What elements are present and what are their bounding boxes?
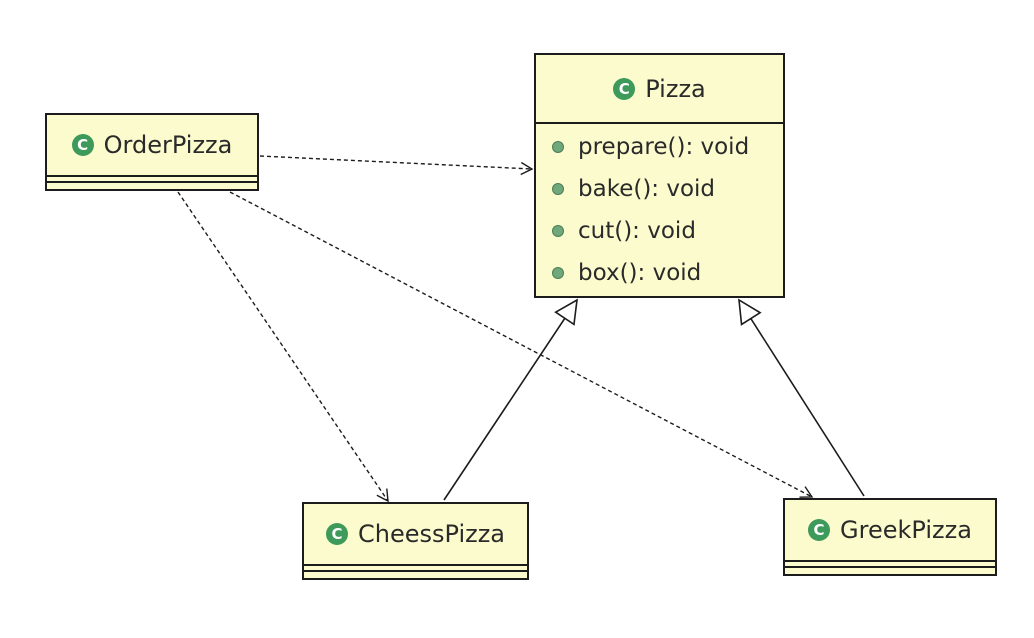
dependency-orderpizza-cheesspizza	[177, 191, 389, 503]
method-row[interactable]: prepare(): void	[536, 126, 783, 168]
public-method-icon	[552, 225, 564, 237]
class-header-pizza: C Pizza	[536, 55, 783, 122]
method-compartment	[47, 181, 257, 187]
class-pizza[interactable]: C Pizza prepare(): void bake(): void cut…	[534, 53, 785, 298]
generalization-cheesspizza-pizza	[443, 298, 578, 501]
dependency-orderpizza-greekpizza	[229, 191, 814, 498]
method-row[interactable]: cut(): void	[536, 210, 783, 252]
class-orderpizza[interactable]: C OrderPizza	[45, 113, 259, 191]
class-header-cheesspizza: C CheessPizza	[304, 504, 527, 564]
class-name: OrderPizza	[103, 131, 233, 159]
class-header-orderpizza: C OrderPizza	[47, 115, 257, 175]
method-row[interactable]: bake(): void	[536, 168, 783, 210]
attribute-compartment	[47, 175, 257, 181]
class-cheesspizza[interactable]: C CheessPizza	[302, 502, 529, 580]
method-label: prepare(): void	[578, 134, 750, 160]
class-name: CheessPizza	[357, 520, 506, 548]
method-compartment	[304, 570, 527, 576]
method-compartment: prepare(): void bake(): void cut(): void…	[536, 122, 783, 294]
generalization-greekpizza-pizza	[738, 298, 865, 497]
dependency-orderpizza-pizza	[259, 155, 534, 176]
method-compartment	[785, 566, 995, 572]
class-name: Pizza	[645, 74, 706, 103]
attribute-compartment	[785, 560, 995, 566]
method-label: bake(): void	[578, 176, 716, 202]
method-label: box(): void	[578, 260, 702, 286]
class-c-icon: C	[613, 77, 636, 100]
public-method-icon	[552, 141, 564, 153]
class-c-icon: C	[325, 523, 348, 545]
method-label: cut(): void	[578, 218, 696, 244]
class-header-greekpizza: C GreekPizza	[785, 500, 995, 560]
class-c-icon: C	[808, 519, 831, 541]
public-method-icon	[552, 183, 564, 195]
method-row[interactable]: box(): void	[536, 252, 783, 294]
class-greekpizza[interactable]: C GreekPizza	[783, 498, 997, 576]
class-c-icon: C	[71, 134, 94, 156]
attribute-compartment	[304, 564, 527, 570]
class-name: GreekPizza	[840, 516, 972, 544]
public-method-icon	[552, 267, 564, 279]
